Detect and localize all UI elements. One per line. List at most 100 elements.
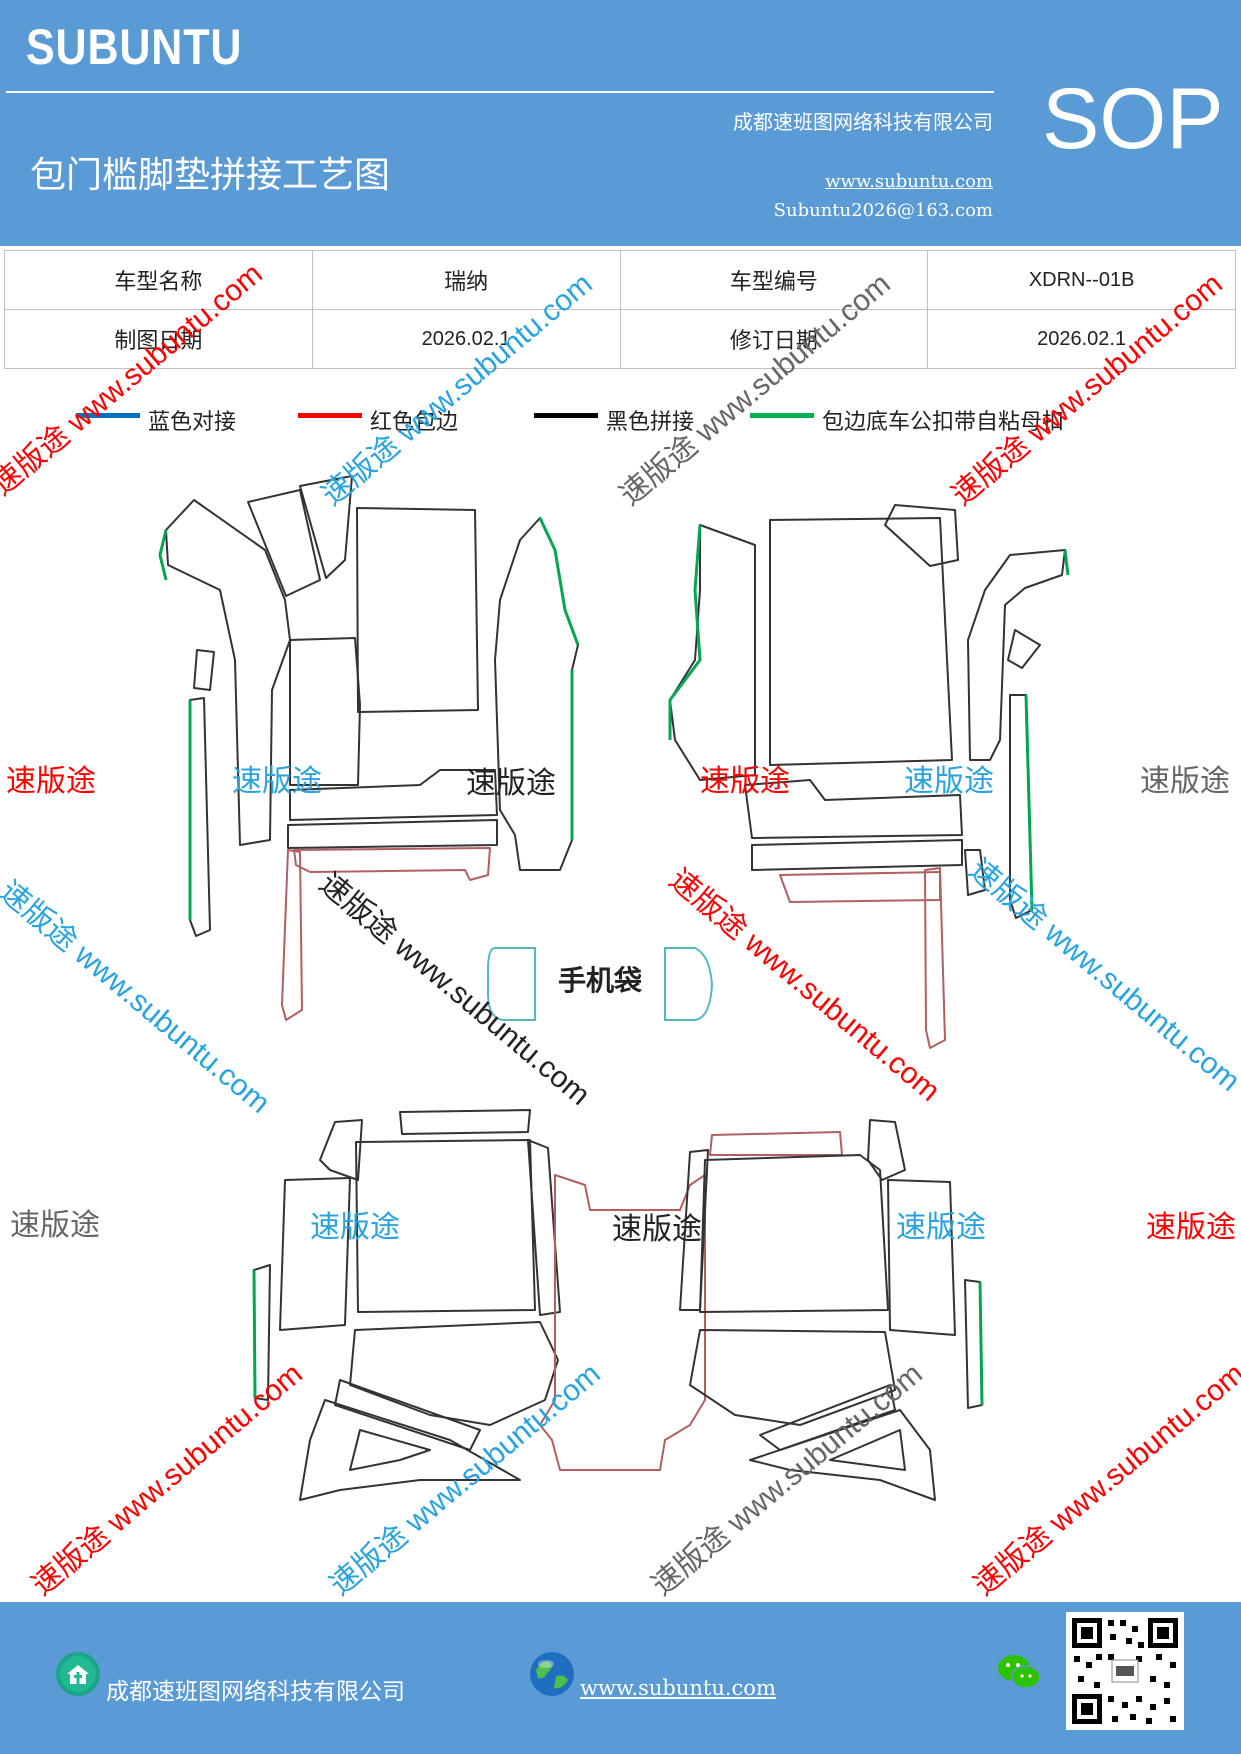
doc-type-label: SOP: [1042, 71, 1224, 167]
table-row: 制图日期 2026.02.1 修订日期 2026.02.1: [4, 309, 1236, 369]
mat-piece: [165, 499, 291, 846]
header-banner: SUBUNTU 包门槛脚垫拼接工艺图 成都速班图网络科技有限公司 www.sub…: [0, 0, 1241, 246]
mat-piece: [751, 839, 963, 871]
mat-piece: [527, 1139, 561, 1316]
footer-website-link[interactable]: www.subuntu.com: [580, 1676, 776, 1700]
mat-piece: [356, 507, 479, 713]
mat-piece: [669, 524, 756, 781]
watermark-brand: 速版途: [1140, 765, 1230, 798]
mat-piece: [829, 1429, 906, 1471]
phone-pocket-right: [664, 947, 713, 1021]
mat-piece: [887, 1179, 956, 1336]
mat-piece: [689, 1329, 896, 1426]
watermark-brand: 速版途: [1146, 1211, 1236, 1244]
mat-piece: [287, 819, 498, 849]
mat-piece: [193, 649, 215, 691]
legend: 蓝色对接 红色包边 黑色拼接 包边底车公扣带自粘母扣: [0, 404, 1241, 440]
legend-label: 蓝色对接: [148, 410, 237, 435]
wechat-icon[interactable]: [996, 1652, 1042, 1692]
legend-swatch: [534, 412, 598, 418]
model-name-value: 瑞纳: [311, 250, 621, 310]
legend-swatch: [298, 412, 362, 418]
mat-piece: [539, 1174, 706, 1471]
mat-piece: [189, 697, 211, 937]
draw-date-value: 2026.02.1: [311, 309, 621, 369]
qr-code: [1066, 1612, 1184, 1730]
mat-piece: [355, 1139, 536, 1313]
watermark-brand: 速版途: [612, 1213, 702, 1246]
mat-piece: [319, 1119, 363, 1181]
draw-date-label: 制图日期: [4, 309, 313, 369]
mat-piece: [158, 529, 168, 581]
mat-piece: [699, 1154, 889, 1313]
header-email: Subuntu2026@163.com: [773, 200, 993, 221]
brand-logo: SUBUNTU: [26, 19, 243, 75]
footer-company: 成都速班图网络科技有限公司: [106, 1679, 405, 1705]
model-code-label: 车型编号: [619, 250, 929, 310]
mat-piece: [334, 1379, 481, 1451]
legend-item-black: 黑色拼接: [534, 404, 694, 436]
mat-piece: [884, 504, 959, 567]
phone-pocket-group: 手机袋: [487, 947, 713, 1021]
mat-piece: [281, 849, 303, 1021]
mat-piece: [769, 517, 953, 766]
rear-center-tunnel: [539, 1174, 706, 1471]
header-website-link[interactable]: www.subuntu.com: [825, 171, 993, 192]
floor-mat-pattern-drawing: 手机袋: [158, 475, 1070, 1501]
legend-label: 包边底车公扣带自粘母扣: [822, 410, 1065, 435]
legend-label: 红色包边: [370, 410, 459, 435]
mat-piece: [867, 1119, 906, 1181]
mat-piece: [709, 1131, 843, 1156]
watermark-brand: 速版途: [896, 1211, 986, 1244]
header-company: 成都速班图网络科技有限公司: [733, 110, 993, 134]
mat-piece: [679, 1149, 709, 1311]
mat-piece: [399, 1109, 531, 1135]
watermark-brand: 速版途: [904, 765, 994, 798]
mat-piece: [349, 1429, 431, 1471]
model-name-label: 车型名称: [4, 250, 313, 310]
qr-code-image: [1072, 1618, 1178, 1724]
mat-piece: [749, 1409, 936, 1501]
revision-date-value: 2026.02.1: [927, 309, 1236, 369]
watermark-brand: 速版途: [700, 765, 790, 798]
mat-piece: [252, 1269, 257, 1399]
mat-piece: [299, 475, 353, 579]
legend-label: 黑色拼接: [606, 410, 695, 435]
mat-piece: [924, 867, 946, 1049]
mat-piece: [289, 637, 361, 786]
mat-piece: [1063, 549, 1070, 576]
watermark-brand: 速版途: [232, 765, 322, 798]
front-left-mat: [158, 475, 580, 1021]
mat-piece: [299, 1399, 521, 1501]
mat-piece: [967, 549, 1066, 761]
watermark-brand: 速版途: [10, 1209, 100, 1242]
legend-swatch: [76, 412, 140, 418]
mat-piece: [538, 517, 580, 646]
mat-piece: [779, 871, 941, 903]
legend-swatch: [750, 412, 814, 418]
mat-piece: [279, 1177, 351, 1331]
home-icon: [56, 1652, 100, 1696]
page-title: 包门槛脚垫拼接工艺图: [30, 155, 391, 196]
revision-date-label: 修订日期: [619, 309, 929, 369]
mat-piece: [494, 517, 579, 871]
mat-piece: [964, 849, 986, 896]
mat-piece: [1024, 694, 1034, 911]
header-divider: [6, 91, 994, 93]
mat-piece: [744, 779, 963, 839]
watermark-brand: 速版途: [6, 765, 96, 798]
legend-item-blue: 蓝色对接: [76, 404, 236, 436]
mat-piece: [293, 847, 491, 881]
watermark-brand: 速版途: [310, 1211, 400, 1244]
globe-icon: [530, 1652, 574, 1696]
mat-piece: [289, 769, 498, 821]
mat-piece: [247, 489, 321, 597]
phone-pocket-left: [487, 947, 536, 1021]
mat-piece: [978, 1281, 984, 1406]
rear-right-mat: [679, 1119, 984, 1501]
watermark-brand: 速版途: [466, 767, 556, 800]
rear-left-mat: [252, 1109, 561, 1501]
vehicle-info-table: 车型名称 瑞纳 车型编号 XDRN--01B 制图日期 2026.02.1 修订…: [4, 250, 1236, 369]
mat-piece: [759, 1384, 896, 1451]
mat-piece: [1007, 629, 1041, 669]
